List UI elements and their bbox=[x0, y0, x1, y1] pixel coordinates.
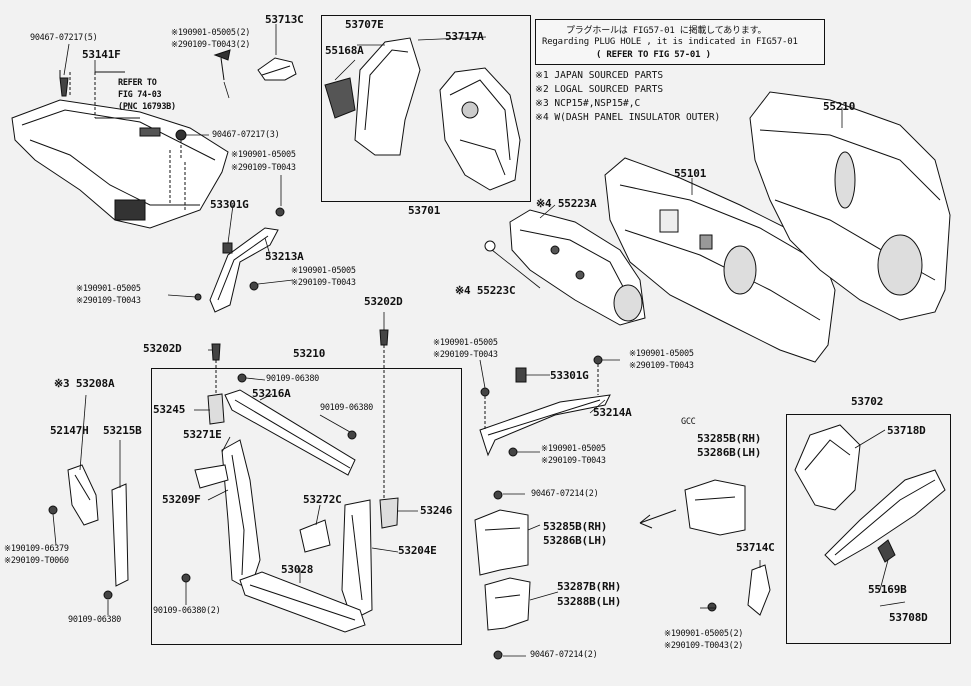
part-label-190901-f[interactable]: ※190901-05005 bbox=[541, 444, 606, 454]
group-frame-53210 bbox=[151, 368, 462, 645]
part-label-55223C[interactable]: ※4 55223C bbox=[455, 284, 516, 297]
part-label-53701[interactable]: 53701 bbox=[408, 204, 441, 217]
support-53210-drawing bbox=[181, 373, 399, 633]
part-label-290109-b[interactable]: ※290109-T0043 bbox=[291, 278, 356, 288]
part-label-290109-g[interactable]: ※290109-T0043 bbox=[541, 456, 606, 466]
plug-hole-note: プラグホールは FIG57-01 に掲載してあります。 Regarding PL… bbox=[535, 19, 825, 65]
part-label-53301G[interactable]: 53301G bbox=[210, 198, 249, 211]
brace-53214A-drawing bbox=[479, 355, 611, 457]
part-label-53271E[interactable]: 53271E bbox=[183, 428, 222, 441]
part-label-53028[interactable]: 53028 bbox=[281, 563, 314, 576]
gcc-label: GCC bbox=[681, 417, 696, 427]
part-label-90467-07217-5[interactable]: 90467-07217(5) bbox=[30, 33, 98, 43]
part-label-53287B[interactable]: 53287B(RH) bbox=[557, 580, 622, 593]
part-label-53285B-gcc[interactable]: 53285B(RH) bbox=[697, 432, 762, 445]
part-label-190901-a[interactable]: ※190901-05005 bbox=[231, 150, 296, 160]
part-label-290109-a[interactable]: ※290109-T0043 bbox=[231, 163, 296, 173]
part-label-52147H[interactable]: 52147H bbox=[50, 424, 89, 437]
part-label-53245[interactable]: 53245 bbox=[153, 403, 186, 416]
part-label-90467-07214-2a[interactable]: 90467-07214(2) bbox=[531, 489, 599, 499]
part-label-90109-a[interactable]: 90109-06380 bbox=[266, 374, 319, 384]
part-label-53702[interactable]: 53702 bbox=[851, 395, 884, 408]
group-frame-53701 bbox=[321, 15, 531, 202]
legend-item-2: ※2 LOGAL SOURCED PARTS bbox=[535, 84, 664, 95]
part-label-55101[interactable]: 55101 bbox=[674, 167, 707, 180]
dash-panel-55101-drawing bbox=[604, 157, 836, 363]
part-label-190901-e[interactable]: ※190901-05005 bbox=[629, 349, 694, 359]
bracket-53213A-drawing bbox=[194, 207, 285, 313]
part-label-53707E[interactable]: 53707E bbox=[345, 18, 384, 31]
part-label-90467-07217-3[interactable]: 90467-07217(3) bbox=[212, 130, 280, 140]
part-label-190901-53713C[interactable]: ※190901-05005(2) bbox=[171, 28, 251, 38]
silencer-55210-drawing bbox=[749, 91, 951, 321]
part-label-55168A[interactable]: 55168A bbox=[325, 44, 364, 57]
seal-53208A-drawing bbox=[48, 464, 129, 600]
part-label-53286B[interactable]: 53286B(LH) bbox=[543, 534, 608, 547]
part-label-53216A[interactable]: 53216A bbox=[252, 387, 291, 400]
shield-53285B-drawing bbox=[474, 479, 746, 660]
note-line-japanese: プラグホールは FIG57-01 に掲載してあります。 bbox=[566, 26, 767, 36]
note-line-english: Regarding PLUG HOLE , it is indicated in… bbox=[542, 37, 798, 47]
part-label-53208A[interactable]: ※3 53208A bbox=[54, 377, 115, 390]
part-label-190109-06379[interactable]: ※190109-06379 bbox=[4, 544, 69, 554]
legend-item-1: ※1 JAPAN SOURCED PARTS bbox=[535, 70, 664, 81]
refer-line-1: REFER TO bbox=[118, 78, 157, 88]
part-label-290109-T0060[interactable]: ※290109-T0060 bbox=[4, 556, 69, 566]
part-label-53288B[interactable]: 53288B(LH) bbox=[557, 595, 622, 608]
part-label-53717A[interactable]: 53717A bbox=[445, 30, 484, 43]
legend-item-4: ※4 W(DASH PANEL INSULATOR OUTER) bbox=[535, 112, 721, 123]
part-label-53713C[interactable]: 53713C bbox=[265, 13, 304, 26]
part-label-90109-c[interactable]: 90109-06380 bbox=[68, 615, 121, 625]
part-label-90109-b[interactable]: 90109-06380 bbox=[320, 403, 373, 413]
part-label-53286B-gcc[interactable]: 53286B(LH) bbox=[697, 446, 762, 459]
part-label-55223A[interactable]: ※4 55223A bbox=[536, 197, 597, 210]
part-label-53202D-left[interactable]: 53202D bbox=[143, 342, 182, 355]
part-label-53141F[interactable]: 53141F bbox=[82, 48, 121, 61]
part-label-53301G-b[interactable]: 53301G bbox=[550, 369, 589, 382]
part-label-53202D-top[interactable]: 53202D bbox=[364, 295, 403, 308]
part-label-190901-g[interactable]: ※190901-05005(2) bbox=[664, 629, 744, 639]
cowl-panel-53141F-drawing bbox=[11, 71, 229, 229]
note-line-refer: ( REFER TO FIG 57-01 ) bbox=[596, 50, 711, 60]
part-label-190901-d[interactable]: ※190901-05005 bbox=[433, 338, 498, 348]
bracket-53713C-drawing bbox=[213, 49, 297, 81]
part-label-53213A[interactable]: 53213A bbox=[265, 250, 304, 263]
part-label-290109-c[interactable]: ※290109-T0043 bbox=[76, 296, 141, 306]
part-label-190901-b[interactable]: ※190901-05005 bbox=[291, 266, 356, 276]
part-label-53714C[interactable]: 53714C bbox=[736, 541, 775, 554]
part-label-53272C[interactable]: 53272C bbox=[303, 493, 342, 506]
bracket-53714C-drawing bbox=[707, 564, 771, 616]
part-label-53204E[interactable]: 53204E bbox=[398, 544, 437, 557]
part-label-53285B[interactable]: 53285B(RH) bbox=[543, 520, 608, 533]
insulator-55223A-drawing bbox=[484, 209, 646, 326]
part-label-53215B[interactable]: 53215B bbox=[103, 424, 142, 437]
part-label-190901-c[interactable]: ※190901-05005 bbox=[76, 284, 141, 294]
part-label-53718D[interactable]: 53718D bbox=[887, 424, 926, 437]
part-label-53708D[interactable]: 53708D bbox=[889, 611, 928, 624]
part-label-53209F[interactable]: 53209F bbox=[162, 493, 201, 506]
part-label-290109-f[interactable]: ※290109-T0043 bbox=[629, 361, 694, 371]
part-label-53214A[interactable]: 53214A bbox=[593, 406, 632, 419]
part-label-90467-07214-2b[interactable]: 90467-07214(2) bbox=[530, 650, 598, 660]
group-frame-53702 bbox=[786, 414, 951, 644]
part-label-55169B[interactable]: 55169B bbox=[868, 583, 907, 596]
apron-53702-drawing bbox=[794, 424, 946, 566]
part-label-53246[interactable]: 53246 bbox=[420, 504, 453, 517]
legend-item-3: ※3 NCP15#,NSP15#,C bbox=[535, 98, 641, 109]
part-label-290109-h[interactable]: ※290109-T0043(2) bbox=[664, 641, 744, 651]
part-label-290109-e[interactable]: ※290109-T0043 bbox=[433, 350, 498, 360]
refer-line-3: (PNC 16793B) bbox=[118, 102, 176, 112]
part-label-290109-53713C[interactable]: ※290109-T0043(2) bbox=[171, 40, 251, 50]
refer-line-2: FIG 74-03 bbox=[118, 90, 162, 100]
apron-53701-drawing bbox=[324, 37, 521, 191]
bolt-90467-drawing bbox=[59, 70, 69, 97]
part-label-90109-06380-2[interactable]: 90109-06380(2) bbox=[153, 606, 221, 616]
part-label-53210[interactable]: 53210 bbox=[293, 347, 326, 360]
part-label-55210[interactable]: 55210 bbox=[823, 100, 856, 113]
